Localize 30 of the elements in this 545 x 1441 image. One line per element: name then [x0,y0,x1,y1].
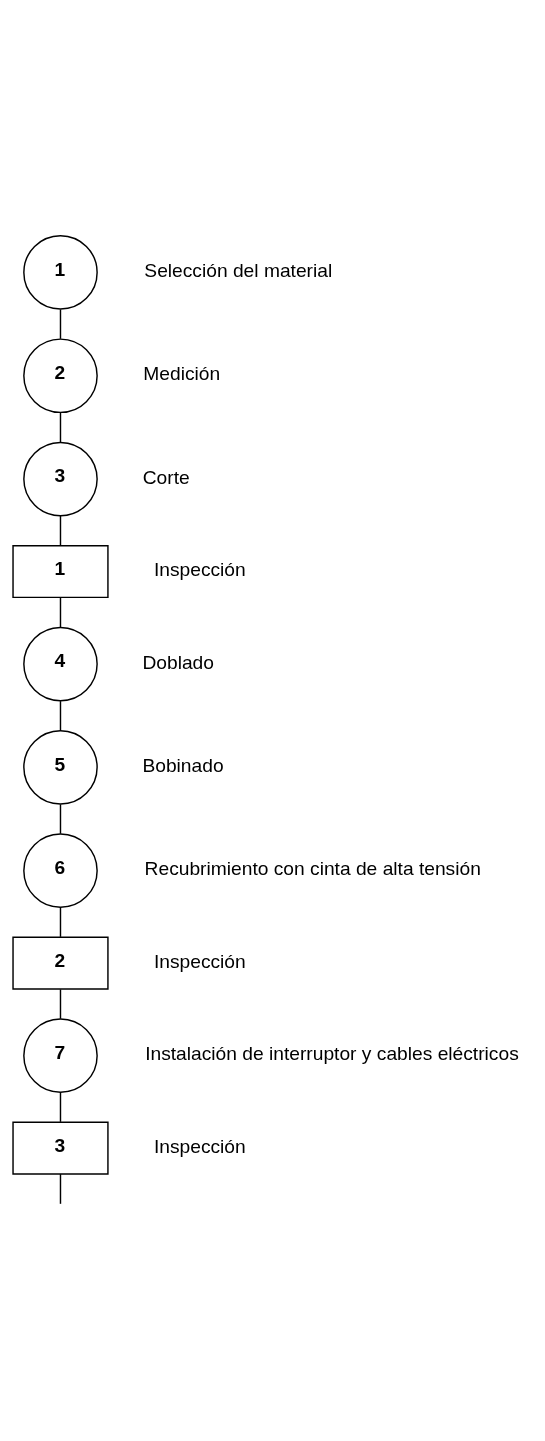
node-label: Bobinado [142,754,224,776]
connector [59,412,62,443]
node-circle: 6 [23,833,98,908]
connector [59,700,62,732]
connector [59,1173,62,1205]
node-label: Corte [142,466,190,488]
node-label: Instalación de interruptor y cables eléctricos [145,1043,519,1065]
connector [59,597,62,628]
connector [59,1091,62,1123]
connector [59,803,62,835]
connector [59,988,62,1020]
connector [59,308,62,340]
node-label: Selección del material [144,260,333,282]
node-circle: 7 [23,1018,98,1093]
node-box: 2 [12,936,109,990]
node-label: Medición [143,363,221,385]
node-circle: 5 [23,730,98,805]
node-circle: 3 [23,441,98,517]
node-circle: 4 [23,626,98,702]
node-label: Inspección [153,1135,246,1157]
node-box: 1 [12,545,109,599]
connector [59,515,62,546]
node-label: Recubrimiento con cinta de alta tensión [144,858,481,880]
node-box: 3 [12,1121,109,1175]
node-circle: 1 [23,235,98,310]
connector [59,906,62,938]
node-label: Inspección [153,559,246,581]
node-label: Doblado [142,651,214,673]
node-circle: 2 [23,338,98,414]
node-label: Inspección [153,950,246,972]
